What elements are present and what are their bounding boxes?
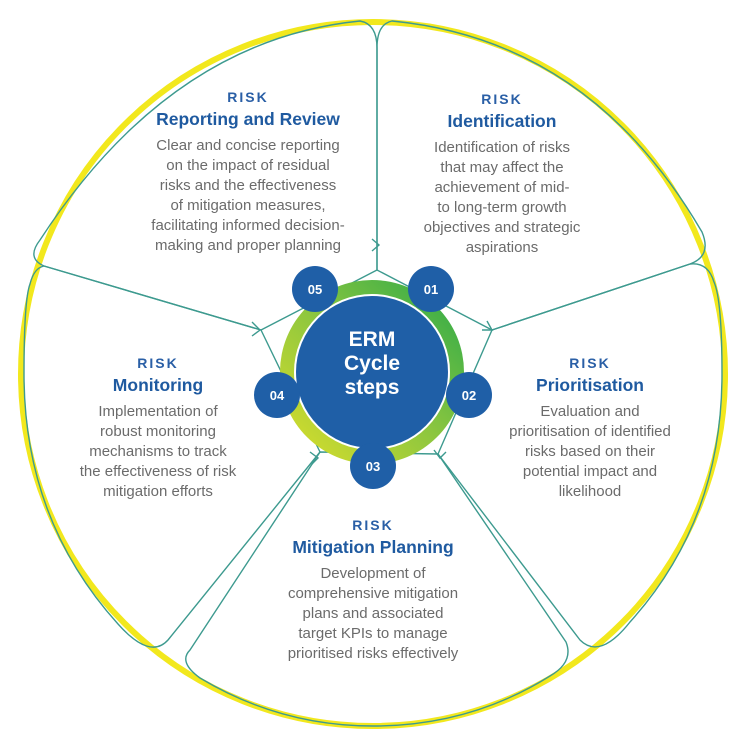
description-line: mechanisms to track [89, 443, 227, 460]
segment-outline-mitigation [185, 451, 569, 727]
segment-title: Monitoring [112, 375, 204, 395]
description-line: target KPIs to manage [298, 625, 448, 642]
segment-description: Evaluation and prioritisation of identif… [480, 402, 700, 502]
description-line: on the impact of residual [166, 157, 330, 174]
segment-title: Prioritisation [536, 375, 644, 395]
center-title-line: ERM [348, 328, 396, 351]
segment-kicker: RISK [569, 355, 611, 371]
segment-title: Reporting and Review [156, 109, 340, 129]
arrow-chevron-icon [371, 238, 381, 252]
description-line: aspirations [465, 239, 539, 256]
segment-outline-monitoring [23, 265, 321, 648]
step-badge-01: 01 [408, 266, 454, 312]
arrow-chevron-icon [251, 321, 262, 337]
description-line: Identification of risks [434, 139, 570, 156]
description-line: Development of [320, 565, 426, 582]
segment-mitigation-planning: RISK Mitigation Planning Development of … [253, 516, 493, 664]
description-line: Implementation of [98, 403, 218, 420]
segment-outline-prioritisation [437, 263, 723, 648]
step-badge-05: 05 [292, 266, 338, 312]
segment-description: Development of comprehensive mitigation … [253, 564, 493, 664]
description-line: risks and the effectiveness [159, 177, 337, 194]
arrow-chevron-icon [433, 449, 447, 460]
description-line: of mitigation measures, [170, 197, 326, 214]
center-title-line: Cycle [343, 352, 401, 375]
segment-identification: RISK Identification Identification of ri… [392, 90, 612, 258]
segment-outline-reporting [33, 20, 378, 331]
segment-description: Clear and concise reporting on the impac… [118, 136, 378, 256]
segment-description: Implementation of robust monitoring mech… [50, 402, 266, 502]
description-line: the effectiveness of risk [79, 463, 237, 480]
description-line: comprehensive mitigation [287, 585, 459, 602]
center-title: ERM Cycle steps [300, 328, 444, 400]
description-line: to long-term growth [437, 199, 567, 216]
description-line: achievement of mid- [434, 179, 570, 196]
description-line: plans and associated [302, 605, 444, 622]
description-line: that may affect the [440, 159, 564, 176]
description-line: making and proper planning [155, 237, 341, 254]
description-line: potential impact and [522, 463, 658, 480]
segment-outline-identification [376, 20, 706, 331]
step-badge-04: 04 [254, 372, 300, 418]
segment-kicker: RISK [352, 517, 394, 533]
description-line: risks based on their [524, 443, 656, 460]
center-disc [296, 296, 448, 448]
description-line: prioritised risks effectively [287, 645, 459, 662]
description-line: objectives and strategic [423, 219, 581, 236]
segment-reporting-review: RISK Reporting and Review Clear and conc… [118, 88, 378, 256]
segment-kicker: RISK [227, 89, 269, 105]
description-line: prioritisation of identified [509, 423, 671, 440]
segment-monitoring: RISK Monitoring Implementation of robust… [50, 354, 266, 502]
arrow-chevron-icon [309, 451, 320, 465]
segment-title: Identification [447, 111, 557, 131]
segment-prioritisation: RISK Prioritisation Evaluation and prior… [480, 354, 700, 502]
description-line: Evaluation and [540, 403, 640, 420]
segment-description: Identification of risks that may affect … [392, 138, 612, 258]
step-badge-02: 02 [446, 372, 492, 418]
segment-kicker: RISK [481, 91, 523, 107]
segment-kicker: RISK [137, 355, 179, 371]
step-badge-03: 03 [350, 443, 396, 489]
arrow-chevron-icon [482, 320, 494, 331]
description-line: mitigation efforts [103, 483, 213, 500]
description-line: facilitating informed decision- [151, 217, 345, 234]
description-line: robust monitoring [100, 423, 216, 440]
center-title-line: steps [344, 376, 400, 399]
description-line: likelihood [558, 483, 622, 500]
description-line: Clear and concise reporting [156, 137, 340, 154]
segment-title: Mitigation Planning [292, 537, 454, 557]
